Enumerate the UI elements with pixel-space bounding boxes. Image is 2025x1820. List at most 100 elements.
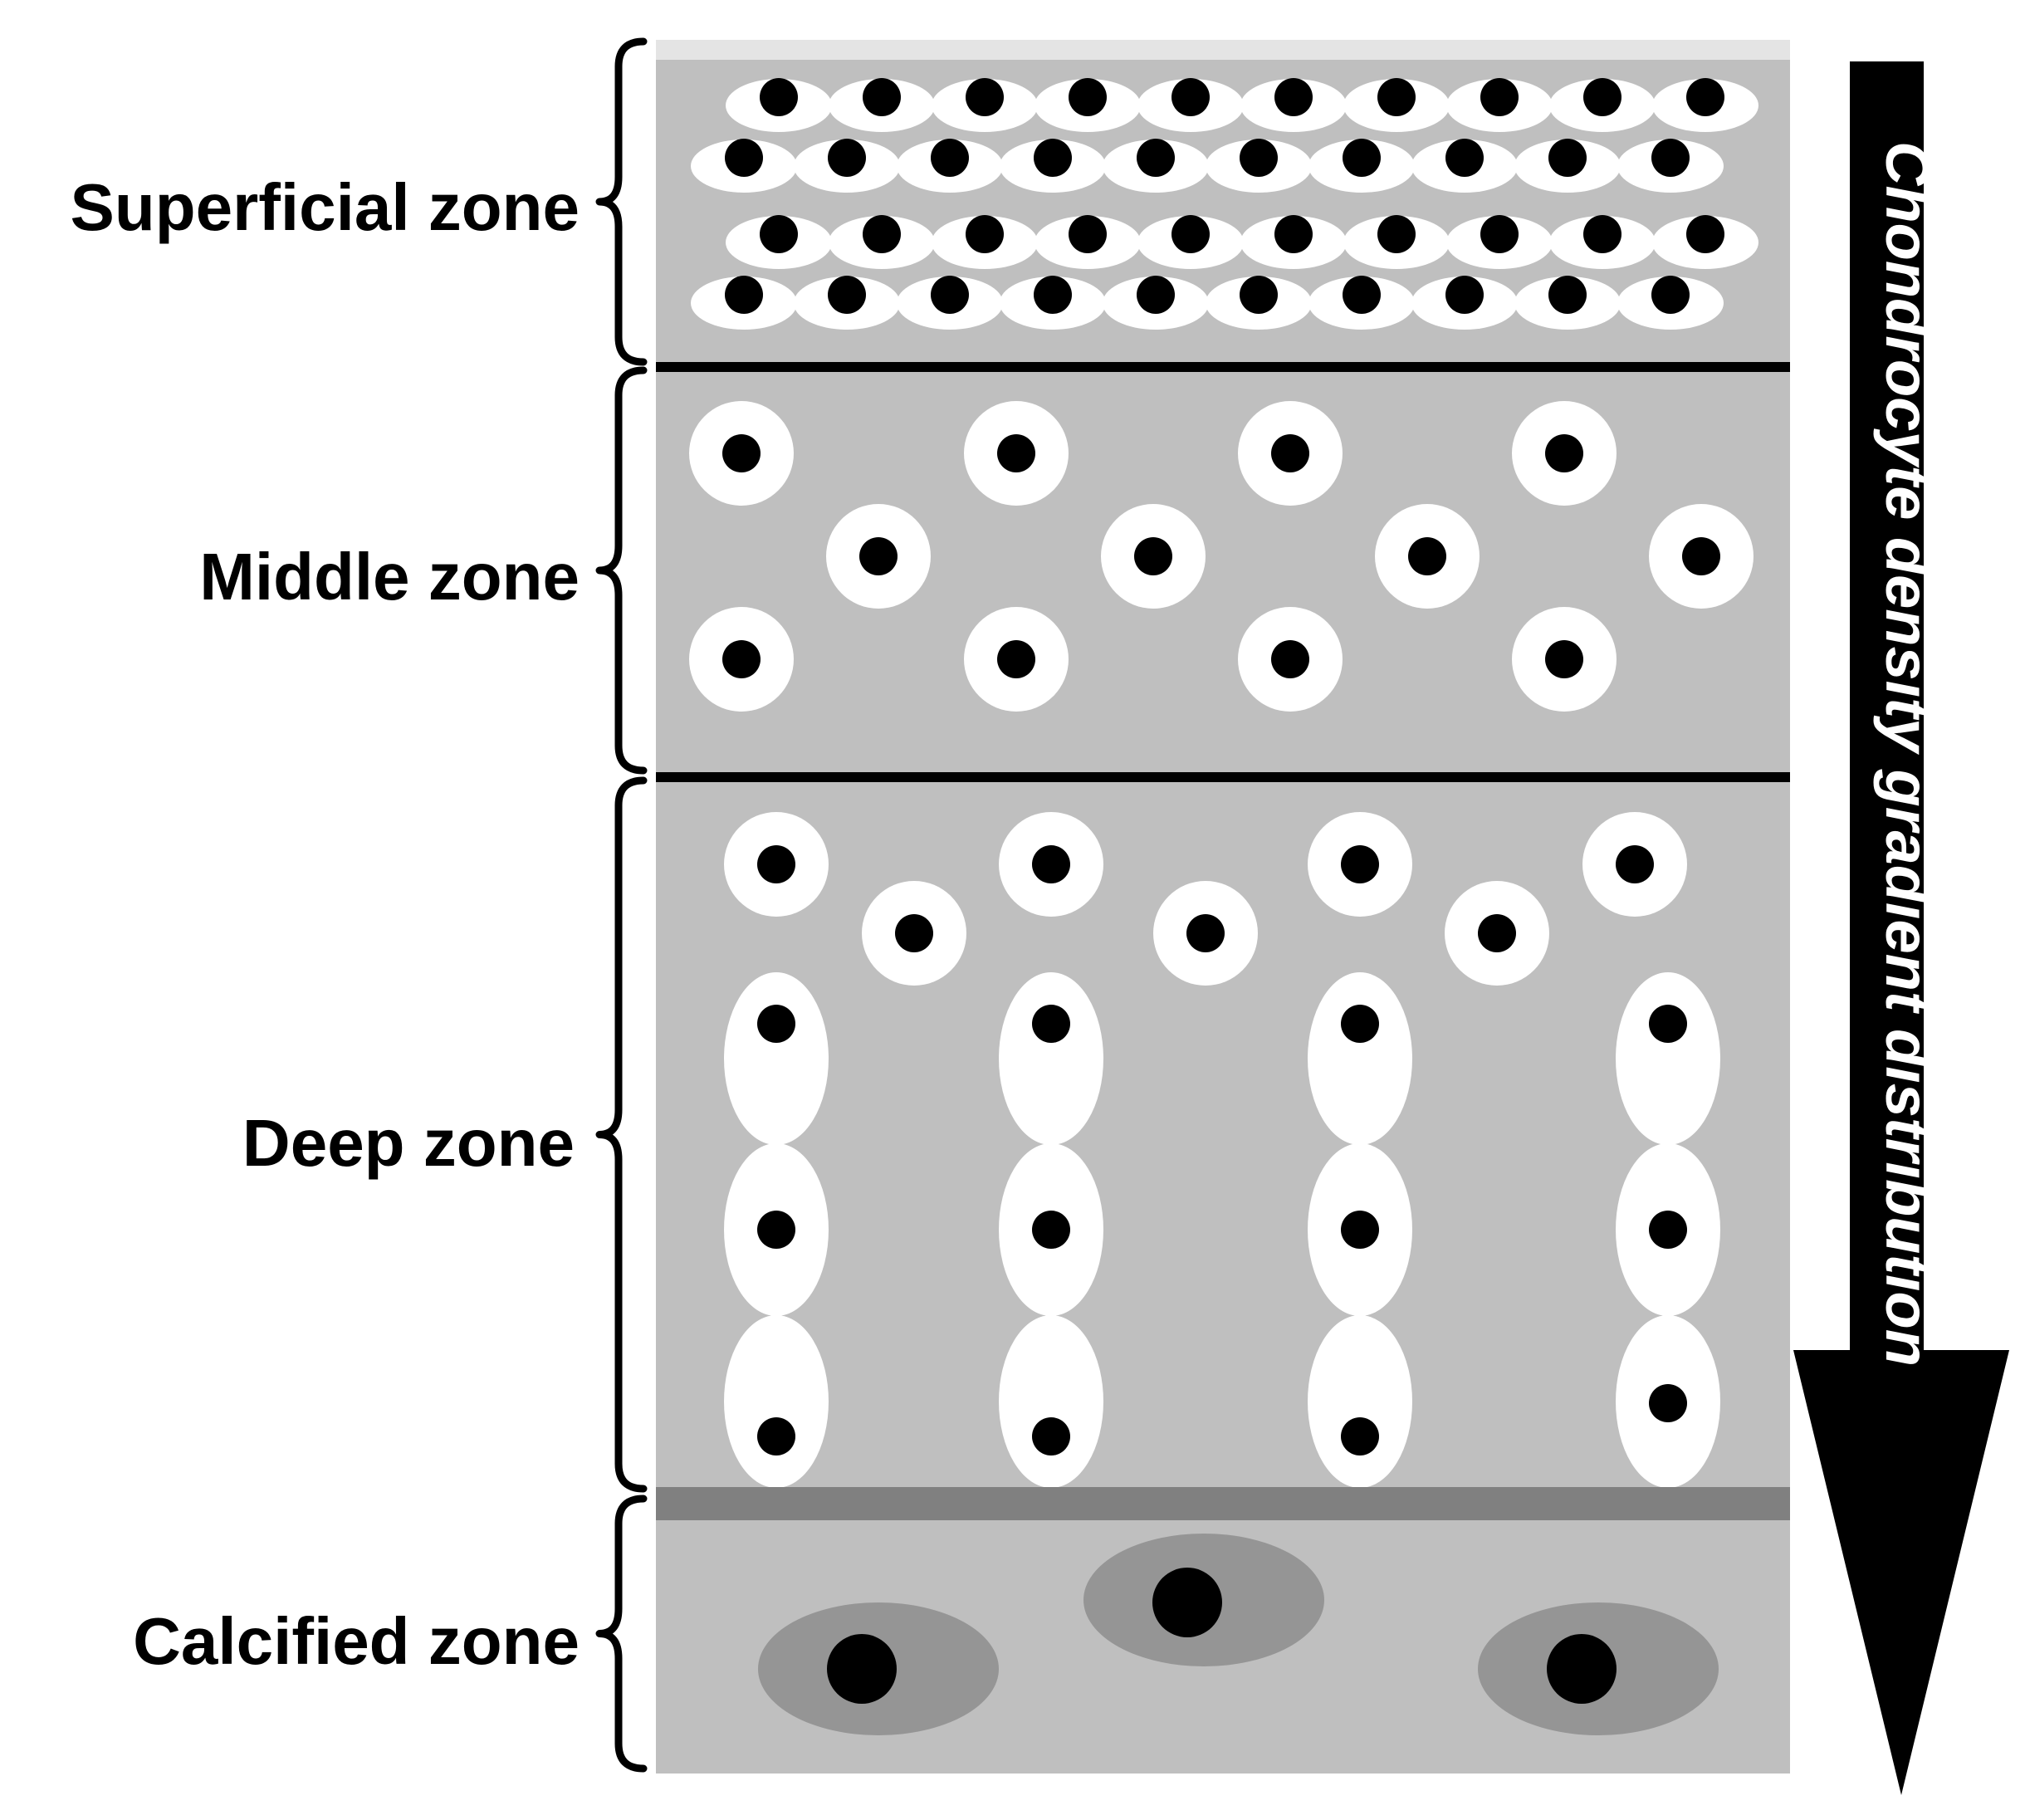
chondrocyte-nucleus	[1686, 78, 1724, 116]
chondrocyte-nucleus	[863, 78, 901, 116]
chondrocyte-nucleus	[1341, 1005, 1379, 1043]
chondrocyte-nucleus	[1032, 1005, 1070, 1043]
chondrocyte-nucleus	[1545, 640, 1583, 678]
chondrocyte-halo	[999, 972, 1103, 1145]
chondrocyte-halo	[1308, 1315, 1412, 1488]
articular-surface	[656, 40, 1790, 60]
middle-zone-cells	[689, 401, 1754, 712]
chondrocyte-nucleus	[1134, 537, 1172, 575]
chondrocyte-nucleus	[966, 215, 1004, 253]
chondrocyte-nucleus	[1171, 78, 1210, 116]
chondrocyte-halo	[999, 1315, 1103, 1488]
chondrocyte-nucleus	[1341, 845, 1379, 883]
chondrocyte-nucleus	[1341, 1417, 1379, 1456]
chondrocyte-nucleus	[1271, 640, 1309, 678]
chondrocyte-nucleus	[1548, 139, 1587, 177]
chondrocyte-nucleus	[757, 1005, 795, 1043]
chondrocyte-nucleus	[1649, 1384, 1687, 1422]
chondrocyte-nucleus	[1343, 276, 1381, 314]
chondrocyte-nucleus	[1069, 215, 1107, 253]
chondrocyte-halo	[1308, 972, 1412, 1145]
chondrocyte-nucleus	[1445, 139, 1484, 177]
chondrocyte-nucleus	[1034, 139, 1072, 177]
tidemark	[656, 1487, 1790, 1520]
chondrocyte-nucleus	[725, 276, 763, 314]
chondrocyte-nucleus	[931, 276, 969, 314]
chondrocyte-nucleus	[1545, 434, 1583, 472]
chondrocyte-nucleus	[1137, 139, 1175, 177]
chondrocyte-nucleus	[760, 78, 798, 116]
chondrocyte-nucleus	[1480, 215, 1519, 253]
chondrocyte-nucleus	[1408, 537, 1446, 575]
deep-zone-label: Deep zone	[242, 1106, 575, 1180]
chondrocyte-nucleus	[1152, 1568, 1222, 1637]
superficial-zone-cells	[691, 78, 1758, 330]
chondrocyte-nucleus	[1137, 276, 1175, 314]
chondrocyte-nucleus	[828, 139, 866, 177]
chondrocyte-nucleus	[1547, 1634, 1617, 1704]
chondrocyte-nucleus	[1274, 215, 1313, 253]
zone-braces	[595, 37, 648, 1773]
chondrocyte-halo	[724, 1315, 829, 1488]
chondrocyte-nucleus	[827, 1634, 897, 1704]
chondrocyte-nucleus	[1274, 78, 1313, 116]
chondrocyte-nucleus	[1240, 276, 1278, 314]
middle-deep-divider	[656, 772, 1790, 782]
chondrocyte-nucleus	[760, 215, 798, 253]
deep-zone-cells	[724, 812, 1720, 1488]
calcified-zone-label: Calcified zone	[133, 1604, 580, 1678]
chondrocyte-nucleus	[997, 640, 1035, 678]
chondrocyte-halo	[724, 972, 829, 1145]
chondrocyte-nucleus	[1032, 845, 1070, 883]
chondrocyte-nucleus	[757, 1417, 795, 1456]
density-gradient-arrow-label: Chondrocyte density gradient distributio…	[1873, 141, 1942, 1367]
chondrocyte-nucleus	[895, 914, 933, 952]
chondrocyte-nucleus	[1548, 276, 1587, 314]
chondrocyte-nucleus	[1271, 434, 1309, 472]
chondrocyte-nucleus	[1034, 276, 1072, 314]
chondrocyte-nucleus	[1686, 215, 1724, 253]
chondrocyte-nucleus	[1616, 845, 1654, 883]
chondrocyte-nucleus	[828, 276, 866, 314]
chondrocyte-nucleus	[1651, 139, 1690, 177]
chondrocyte-nucleus	[1032, 1211, 1070, 1249]
chondrocyte-nucleus	[1240, 139, 1278, 177]
curly-brace	[595, 776, 648, 1493]
chondrocyte-nucleus	[863, 215, 901, 253]
chondrocyte-nucleus	[725, 139, 763, 177]
chondrocyte-nucleus	[722, 640, 761, 678]
chondrocyte-nucleus	[1682, 537, 1720, 575]
superficial-middle-divider	[656, 362, 1790, 372]
calcified-zone-cells	[758, 1534, 1719, 1735]
chondrocyte-nucleus	[1480, 78, 1519, 116]
chondrocyte-nucleus	[1445, 276, 1484, 314]
chondrocyte-nucleus	[966, 78, 1004, 116]
chondrocyte-nucleus	[1377, 78, 1416, 116]
chondrocyte-nucleus	[1032, 1417, 1070, 1456]
curly-brace	[595, 37, 648, 366]
chondrocyte-nucleus	[859, 537, 898, 575]
chondrocyte-nucleus	[757, 845, 795, 883]
density-gradient-arrow	[1793, 61, 2009, 1795]
chondrocyte-nucleus	[1651, 276, 1690, 314]
chondrocyte-nucleus	[1343, 139, 1381, 177]
chondrocyte-nucleus	[997, 434, 1035, 472]
chondrocyte-halo	[1616, 972, 1720, 1145]
chondrocyte-nucleus	[1069, 78, 1107, 116]
middle-zone-label: Middle zone	[199, 540, 580, 614]
curly-brace	[595, 366, 648, 775]
superficial-zone-label: Superficial zone	[71, 170, 580, 244]
chondrocyte-nucleus	[722, 434, 761, 472]
chondrocyte-nucleus	[1649, 1005, 1687, 1043]
chondrocyte-nucleus	[1171, 215, 1210, 253]
chondrocyte-nucleus	[1583, 215, 1621, 253]
chondrocyte-nucleus	[1649, 1211, 1687, 1249]
chondrocyte-nucleus	[931, 139, 969, 177]
chondrocyte-nucleus	[1377, 215, 1416, 253]
chondrocyte-nucleus	[1478, 914, 1516, 952]
chondrocyte-nucleus	[1583, 78, 1621, 116]
chondrocyte-nucleus	[1186, 914, 1225, 952]
chondrocyte-nucleus	[757, 1211, 795, 1249]
curly-brace	[595, 1495, 648, 1773]
